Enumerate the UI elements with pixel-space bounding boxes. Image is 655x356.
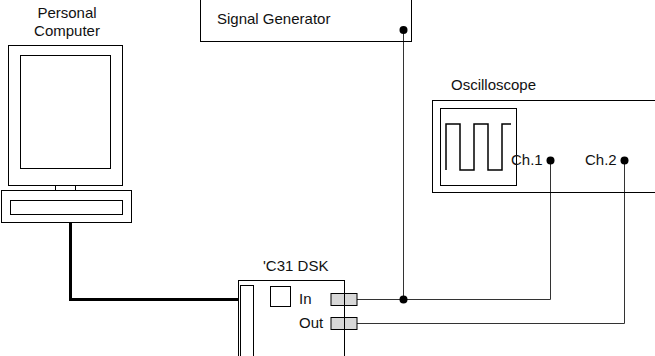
drive-slot [11,201,123,215]
computer-node: Personal Computer [0,0,135,222]
dsk-box: 'C31 DSKInOut [238,280,345,356]
generator-box: Signal Generator [200,0,412,42]
generator-terminal [400,26,408,34]
junction-dot [400,296,408,304]
device-label: Oscilloscope [451,76,536,94]
output-jack [331,318,357,330]
monitor-screen [21,56,111,169]
monitor-housing [9,46,123,186]
signal-wire [357,30,404,300]
input-jack [331,294,357,306]
pc-connector [241,286,254,356]
device-label: 'C31 DSK [263,257,328,275]
channel-label: Ch.1 [511,151,543,169]
device-label: Signal Generator [217,10,330,28]
channel-terminal [621,157,629,165]
square-wave [446,124,511,170]
device-label: Personal Computer [17,4,117,40]
channel-terminal [547,157,555,165]
signal-wire [357,161,625,324]
port-label: Out [299,314,323,332]
oscilloscope-box: OscilloscopeCh.1Ch.2 [432,100,655,193]
pc-cable [71,222,239,300]
channel-label: Ch.2 [585,151,617,169]
dsp-chip [271,287,291,307]
scope-screen [441,109,517,186]
monitor-neck [56,186,76,191]
port-label: In [299,290,312,308]
computer-base [2,191,132,223]
signal-wire [357,161,551,300]
